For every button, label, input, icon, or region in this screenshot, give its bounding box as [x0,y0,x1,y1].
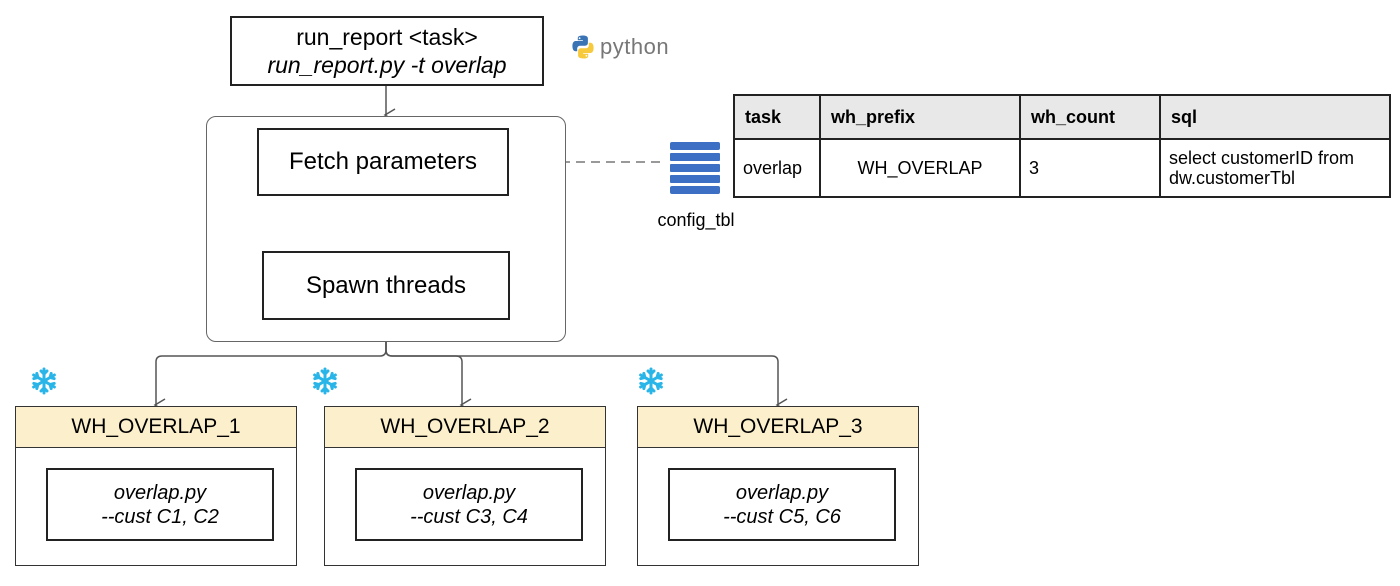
branch-line-2 [385,342,472,412]
config-table-header-row: task wh_prefix wh_count sql [733,94,1391,140]
warehouse-task-box: overlap.py --cust C1, C2 [46,468,274,541]
warehouse-name: WH_OVERLAP_1 [16,407,296,448]
cell-wh-count: 3 [1019,138,1161,198]
header-wh-count: wh_count [1019,94,1161,140]
config-table: task wh_prefix wh_count sql overlap WH_O… [733,94,1391,198]
run-report-invocation: run_report.py -t overlap [267,52,507,78]
run-report-box: run_report <task> run_report.py -t overl… [230,16,544,86]
warehouse-box-1: WH_OVERLAP_1 overlap.py --cust C1, C2 [15,406,297,566]
config-table-row: overlap WH_OVERLAP 3 select customerID f… [733,138,1391,198]
task-args: --cust C5, C6 [723,505,841,528]
header-wh-prefix: wh_prefix [819,94,1021,140]
header-task: task [733,94,821,140]
cell-wh-prefix: WH_OVERLAP [819,138,1021,198]
snowflake-icon [32,367,56,395]
database-icon [670,142,720,194]
task-script: overlap.py [735,481,829,504]
warehouse-name: WH_OVERLAP_2 [325,407,605,448]
task-script: overlap.py [113,481,207,504]
python-logo: python [570,33,680,61]
task-args: --cust C1, C2 [101,505,219,528]
warehouse-name: WH_OVERLAP_3 [638,407,918,448]
cell-sql-line1: select customerID from [1169,148,1355,168]
task-args: --cust C3, C4 [410,505,528,528]
warehouse-task-box: overlap.py --cust C5, C6 [668,468,896,541]
branch-line-3 [385,342,788,412]
task-script: overlap.py [422,481,516,504]
warehouse-box-3: WH_OVERLAP_3 overlap.py --cust C5, C6 [637,406,919,566]
cell-sql: select customerID from dw.customerTbl [1159,138,1391,198]
cell-sql-line2: dw.customerTbl [1169,168,1296,188]
python-logo-icon [572,35,594,59]
cell-task: overlap [733,138,821,198]
warehouse-box-2: WH_OVERLAP_2 overlap.py --cust C3, C4 [324,406,606,566]
snowflake-icon [639,367,663,395]
fetch-parameters-step: Fetch parameters [257,128,509,196]
header-sql: sql [1159,94,1391,140]
snowflake-icon [313,367,337,395]
run-report-command: run_report <task> [296,24,478,50]
python-logo-text: python [600,34,670,59]
spawn-threads-step: Spawn threads [262,251,510,320]
branch-line-1 [153,342,387,412]
config-table-label: config_tbl [657,210,735,230]
warehouse-task-box: overlap.py --cust C3, C4 [355,468,583,541]
